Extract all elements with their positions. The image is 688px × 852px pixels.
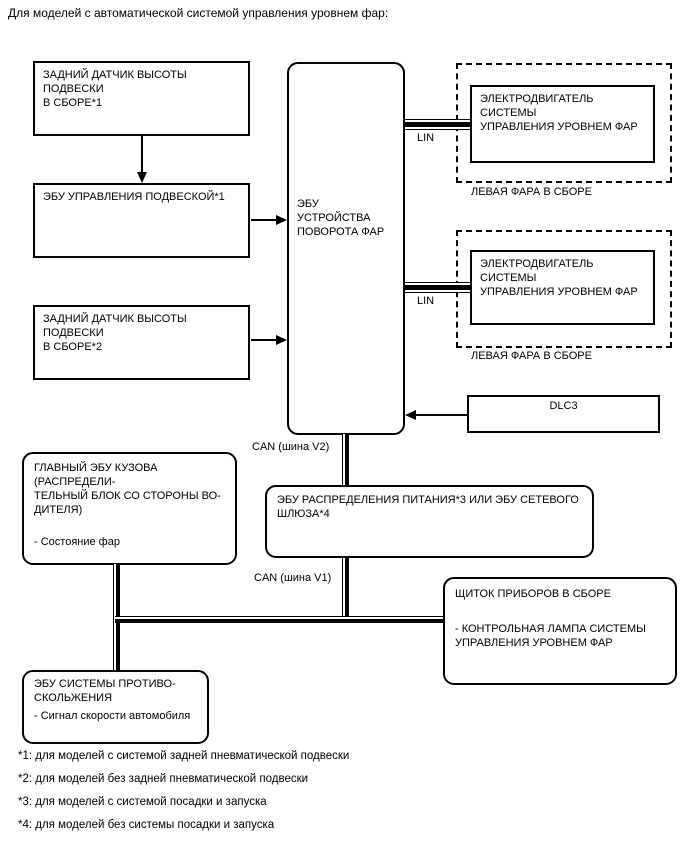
node-power-distribution-ecu-label: ЭБУ РАСПРЕДЕЛЕНИЯ ПИТАНИЯ*3 ИЛИ ЭБУ СЕТЕ… [277, 494, 579, 520]
lin-bus-1 [405, 119, 470, 130]
node-headlight-swivel-ecu-label: ЭБУ УСТРОЙСТВА ПОВОРОТА ФАР [297, 198, 385, 238]
lin-bus-2-label: LIN [417, 295, 435, 307]
node-rear-height-sensor-1-label: ЗАДНИЙ ДАТЧИК ВЫСОТЫ ПОДВЕСКИ В СБОРЕ*1 [43, 69, 187, 109]
can-v1-bus-horizontal [115, 616, 444, 623]
node-skid-control-ecu: ЭБУ СИСТЕМЫ ПРОТИВО- СКОЛЬЖЕНИЯ - Сигнал… [22, 670, 209, 744]
can-v2-bus-lower-segment [342, 556, 349, 623]
node-leveling-motor-1: ЭЛЕКТРОДВИГАТЕЛЬ СИСТЕМЫ УПРАВЛЕНИЯ УРОВ… [470, 85, 655, 163]
footnote-4: *4: для моделей без системы посадки и за… [18, 819, 275, 831]
node-instrument-cluster-note: - КОНТРОЛЬНАЯ ЛАМПА СИСТЕМЫ УПРАВЛЕНИЯ У… [455, 623, 646, 649]
footnote-3: *3: для моделей с системой посадки и зап… [18, 796, 267, 808]
footnote-1: *1: для моделей с системой задней пневма… [18, 750, 350, 762]
node-leveling-motor-1-label: ЭЛЕКТРОДВИГАТЕЛЬ СИСТЕМЫ УПРАВЛЕНИЯ УРОВ… [480, 93, 638, 133]
arrow-sensor1-to-suspension-ecu-line [141, 136, 143, 174]
group-headlamp-assembly-1-caption: ЛЕВАЯ ФАРА В СБОРЕ [471, 186, 592, 198]
diagram-title: Для моделей с автоматической системой уп… [8, 6, 389, 20]
node-suspension-control-ecu-label: ЭБУ УПРАВЛЕНИЯ ПОДВЕСКОЙ*1 [43, 191, 225, 203]
arrow-sensor1-to-suspension-ecu-head [137, 172, 147, 183]
lin-bus-1-label: LIN [417, 132, 435, 144]
node-skid-control-ecu-label: ЭБУ СИСТЕМЫ ПРОТИВО- СКОЛЬЖЕНИЯ [34, 678, 176, 704]
node-rear-height-sensor-2: ЗАДНИЙ ДАТЧИК ВЫСОТЫ ПОДВЕСКИ В СБОРЕ*2 [33, 305, 250, 380]
node-rear-height-sensor-1: ЗАДНИЙ ДАТЧИК ВЫСОТЫ ПОДВЕСКИ В СБОРЕ*1 [33, 61, 250, 136]
group-headlamp-assembly-1: ЭЛЕКТРОДВИГАТЕЛЬ СИСТЕМЫ УПРАВЛЕНИЯ УРОВ… [456, 63, 672, 183]
arrow-dlc3-to-swivel-ecu-head [405, 410, 416, 420]
node-leveling-motor-2: ЭЛЕКТРОДВИГАТЕЛЬ СИСТЕМЫ УПРАВЛЕНИЯ УРОВ… [470, 250, 655, 325]
group-headlamp-assembly-2: ЭЛЕКТРОДВИГАТЕЛЬ СИСТЕМЫ УПРАВЛЕНИЯ УРОВ… [456, 230, 672, 348]
footnote-2: *2: для моделей без задней пневматическо… [18, 773, 309, 785]
arrow-sensor2-to-swivel-ecu-head [276, 335, 287, 345]
node-power-distribution-ecu: ЭБУ РАСПРЕДЕЛЕНИЯ ПИТАНИЯ*3 ИЛИ ЭБУ СЕТЕ… [265, 485, 594, 558]
can-v2-bus-label: CAN (шина V2) [252, 441, 330, 453]
node-leveling-motor-2-label: ЭЛЕКТРОДВИГАТЕЛЬ СИСТЕМЫ УПРАВЛЕНИЯ УРОВ… [480, 258, 638, 298]
arrow-sensor2-to-swivel-ecu-line [251, 339, 278, 341]
footnotes: *1: для моделей с системой задней пневма… [18, 750, 349, 842]
node-dlc3-label: DLC3 [549, 400, 578, 412]
node-skid-control-ecu-note: - Сигнал скорости автомобиля [34, 710, 191, 722]
can-v2-bus-upper-segment [342, 434, 349, 486]
lin-bus-2 [405, 282, 470, 293]
node-dlc3: DLC3 [467, 395, 660, 433]
node-instrument-cluster: ЩИТОК ПРИБОРОВ В СБОРЕ - КОНТРОЛЬНАЯ ЛАМ… [443, 577, 677, 685]
arrow-suspension-ecu-to-swivel-ecu-line [251, 219, 278, 221]
arrow-dlc3-to-swivel-ecu-line [414, 414, 467, 416]
group-headlamp-assembly-2-caption: ЛЕВАЯ ФАРА В СБОРЕ [471, 350, 592, 362]
arrow-suspension-ecu-to-swivel-ecu-head [276, 215, 287, 225]
node-main-body-ecu: ГЛАВНЫЙ ЭБУ КУЗОВА (РАСПРЕДЕЛИ- ТЕЛЬНЫЙ … [22, 452, 237, 565]
node-main-body-ecu-note: - Состояние фар [34, 536, 120, 548]
node-suspension-control-ecu: ЭБУ УПРАВЛЕНИЯ ПОДВЕСКОЙ*1 [33, 183, 250, 258]
node-main-body-ecu-label: ГЛАВНЫЙ ЭБУ КУЗОВА (РАСПРЕДЕЛИ- ТЕЛЬНЫЙ … [34, 462, 221, 516]
node-instrument-cluster-label: ЩИТОК ПРИБОРОВ В СБОРЕ [455, 588, 611, 600]
node-rear-height-sensor-2-label: ЗАДНИЙ ДАТЧИК ВЫСОТЫ ПОДВЕСКИ В СБОРЕ*2 [43, 313, 187, 353]
node-headlight-swivel-ecu: ЭБУ УСТРОЙСТВА ПОВОРОТА ФАР [287, 62, 405, 435]
can-v1-bus-label: CAN (шина V1) [254, 572, 332, 584]
